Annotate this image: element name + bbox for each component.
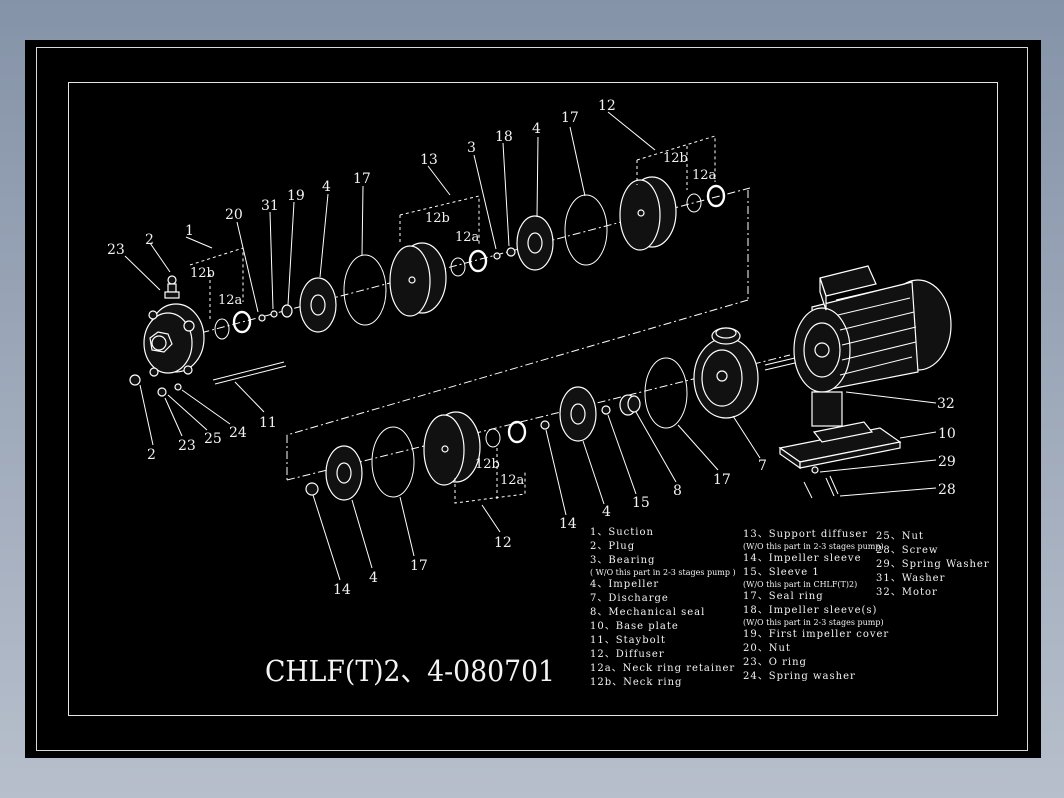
- legend-item: 12a、Neck ring retainer: [590, 663, 736, 674]
- suction-fasteners: [129, 374, 182, 397]
- callout-12b-top: 12b: [663, 151, 688, 166]
- legend-item: 13、Support diffuser: [743, 529, 869, 540]
- callout-4a: 4: [322, 179, 331, 195]
- legend-item: 11、Staybolt: [590, 635, 666, 646]
- legend-item: 28、Screw: [876, 545, 939, 556]
- connector-diagonal: [286, 299, 749, 436]
- upper-row-parts: [214, 176, 726, 340]
- drawing-title: CHLF(T)2、4-080701: [265, 654, 556, 688]
- callout-12a-bottom: 12a: [500, 473, 525, 488]
- legend-item: 17、Seal ring: [743, 591, 824, 602]
- base-plate: [778, 421, 902, 499]
- suction-body: [143, 275, 205, 377]
- callout-24: 24: [229, 425, 247, 441]
- callout-12b-bottom: 12b: [475, 457, 500, 472]
- legend-item: 32、Motor: [876, 587, 938, 598]
- callout-17d: 17: [713, 472, 731, 488]
- legend-item: 4、Impeller: [590, 579, 660, 590]
- callout-12b-13: 12b: [425, 211, 450, 226]
- callout-13: 13: [420, 152, 438, 168]
- callout-12a: 12: [598, 98, 616, 114]
- legend-item: 24、Spring washer: [743, 671, 856, 682]
- callout-11: 11: [259, 415, 277, 431]
- legend-item: 18、Impeller sleeve(s): [743, 605, 878, 616]
- callout-19: 19: [287, 188, 305, 204]
- legend-item: 23、O ring: [743, 657, 807, 668]
- callout-2b: 2: [147, 447, 156, 463]
- inner-border: [68, 82, 998, 716]
- legend-item: 3、Bearing: [590, 555, 656, 566]
- callout-2a: 2: [145, 232, 154, 248]
- legend-item: 31、Washer: [876, 573, 946, 584]
- legend-item: 14、Impeller sleeve: [743, 553, 862, 564]
- callout-12a-top: 12a: [692, 168, 717, 183]
- callout-23b: 23: [178, 438, 196, 454]
- callout-10: 10: [938, 426, 956, 442]
- callout-15: 15: [632, 495, 650, 511]
- lower-row-parts: [305, 327, 759, 501]
- callout-17a: 17: [353, 171, 371, 187]
- legend-column-1: 1、Suction 2、Plug 3、Bearing ( W/O this part …: [590, 526, 736, 690]
- legend-note: ( W/O this part in 2-3 stages pump ): [590, 568, 736, 577]
- callout-23a: 23: [107, 242, 125, 258]
- callout-12b-left: 12b: [190, 266, 215, 281]
- callout-14b: 14: [559, 516, 577, 532]
- legend-note: (W/O this part in 2-3 stages pump): [743, 618, 884, 627]
- callout-20: 20: [225, 207, 243, 223]
- callout-12a-13: 12a: [455, 230, 480, 245]
- legend-item: 20、Nut: [743, 643, 791, 654]
- callout-28: 28: [938, 482, 956, 498]
- legend-item: 2、Plug: [590, 541, 636, 552]
- lower-axis: [286, 354, 791, 481]
- callout-4c: 4: [369, 570, 378, 586]
- callout-17c: 17: [410, 558, 428, 574]
- legend-item: 12b、Neck ring: [590, 677, 683, 688]
- callout-17b: 17: [561, 110, 579, 126]
- callout-31: 31: [261, 198, 279, 214]
- legend-item: 15、Sleeve 1: [743, 567, 820, 578]
- callout-12b: 12: [494, 535, 512, 551]
- callout-1: 1: [185, 223, 194, 239]
- legend-note: (W/O this part in 2-3 stages pump): [743, 542, 884, 551]
- legend-item: 8、Mechanical seal: [590, 607, 706, 618]
- bracket-12-bottom: [454, 470, 526, 504]
- callout-3: 3: [467, 140, 476, 156]
- callout-25: 25: [204, 431, 222, 447]
- callout-4b: 4: [532, 121, 541, 137]
- legend-item: 12、Diffuser: [590, 649, 665, 660]
- legend-column-3: 25、Nut 28、Screw 29、Spring Washer 31、Washer 3…: [876, 530, 990, 600]
- legend-column-2: 13、Support diffuser (W/O this part in 2-3…: [743, 528, 889, 684]
- legend-item: 1、Suction: [590, 527, 654, 538]
- outer-border: [36, 47, 1028, 751]
- motor: [764, 265, 952, 427]
- callout-4d: 4: [602, 504, 611, 520]
- callout-7: 7: [758, 458, 767, 474]
- callout-8: 8: [673, 483, 682, 499]
- callout-12a-left: 12a: [218, 293, 243, 308]
- staybolt: [212, 361, 287, 385]
- legend-item: 10、Base plate: [590, 621, 679, 632]
- callout-labels: 23 2 1 20 31 19 4 17 13 3 18 4 17 12 12b…: [107, 98, 956, 598]
- legend-item: 7、Discharge: [590, 593, 669, 604]
- leader-lines: [124, 111, 937, 581]
- callout-18: 18: [495, 129, 513, 145]
- legend-item: 25、Nut: [876, 531, 924, 542]
- legend-item: 29、Spring Washer: [876, 559, 990, 570]
- callout-14a: 14: [333, 582, 351, 598]
- legend-item: 19、First impeller cover: [743, 629, 890, 640]
- legend-note: (W/O this part in CHLF(T)2): [743, 580, 858, 589]
- callout-29: 29: [938, 454, 956, 470]
- callout-32: 32: [937, 396, 955, 412]
